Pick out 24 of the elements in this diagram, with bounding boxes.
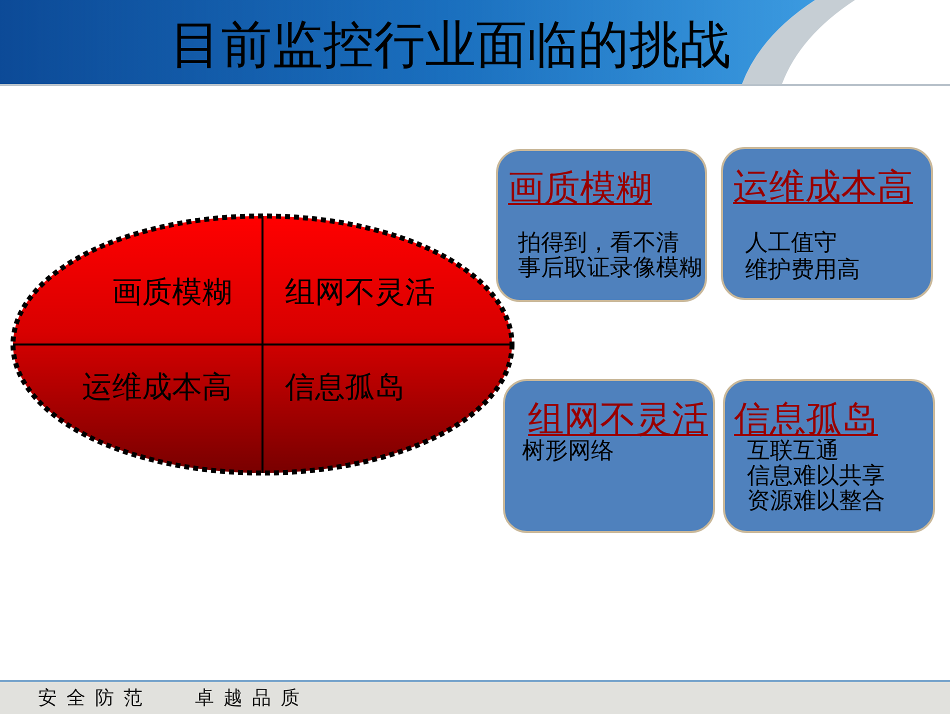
- card-text: 资源难以整合: [747, 489, 885, 514]
- card-text: 人工值守: [745, 230, 837, 257]
- card-heading: 画质模糊: [508, 169, 652, 209]
- card-heading: 运维成本高: [733, 168, 913, 208]
- card-text: 树形网络: [522, 439, 614, 464]
- card-heading: 信息孤岛: [734, 400, 878, 440]
- card-text: 拍得到，看不清: [518, 231, 679, 256]
- quadrant-ellipse: [10, 213, 515, 476]
- card-heading: 组网不灵活: [528, 400, 708, 440]
- quadrant-label: 画质模糊: [112, 276, 232, 310]
- challenge-card: [503, 379, 715, 533]
- challenge-card: [496, 149, 707, 302]
- challenge-card: [723, 379, 935, 533]
- quadrant-label: 组网不灵活: [285, 276, 435, 310]
- card-text: 维护费用高: [745, 257, 860, 284]
- card-text: 互联互通: [747, 439, 839, 464]
- quadrant-label: 运维成本高: [82, 371, 232, 405]
- slide-title: 目前监控行业面临的挑战: [170, 16, 731, 75]
- challenge-card: [721, 147, 933, 300]
- footer-slogan: 卓越品质: [195, 687, 309, 709]
- card-text: 事后取证录像模糊: [518, 256, 702, 281]
- quadrant-label: 信息孤岛: [285, 371, 405, 405]
- footer-slogan: 安全防范: [38, 687, 152, 709]
- card-text: 信息难以共享: [747, 464, 885, 489]
